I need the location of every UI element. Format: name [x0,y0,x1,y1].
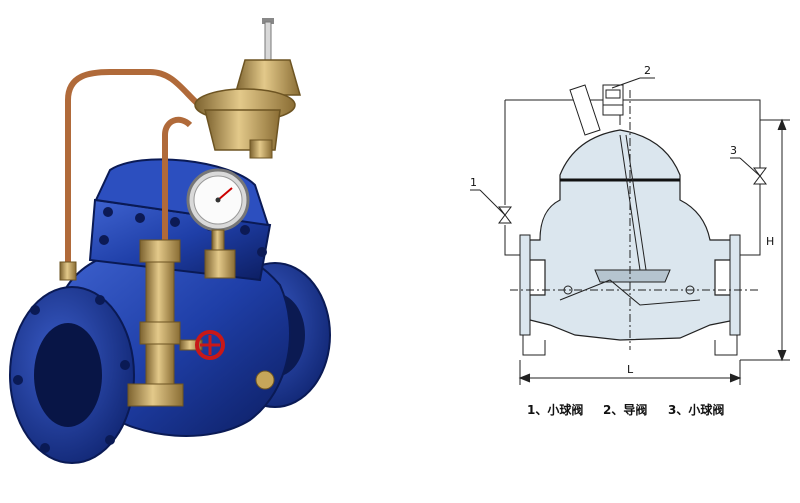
red-handwheel-icon [179,330,225,360]
callout-3: 3 [730,144,737,157]
callout-2: 2 [644,64,651,77]
dimension-h-label: H [766,235,774,248]
ball-valve-1-icon [498,206,512,224]
legend-item-2: 2、导阀 [603,402,647,417]
callout-1: 1 [470,176,477,189]
technical-drawing [470,77,790,385]
valve-photo [9,18,331,464]
dimension-l-label: L [627,363,634,376]
legend-item-1: 1、小球阀 [527,402,583,417]
pressure-gauge [186,168,250,256]
drawing-pilot-valve [569,84,624,136]
ball-valve-3-icon [753,167,767,185]
copper-pipe [65,69,208,273]
pilot-valve [194,18,301,159]
brass-fittings [127,239,236,407]
legend: 1、小球阀 2、导阀 3、小球阀 [527,402,724,417]
legend-item-3: 3、小球阀 [668,402,724,417]
